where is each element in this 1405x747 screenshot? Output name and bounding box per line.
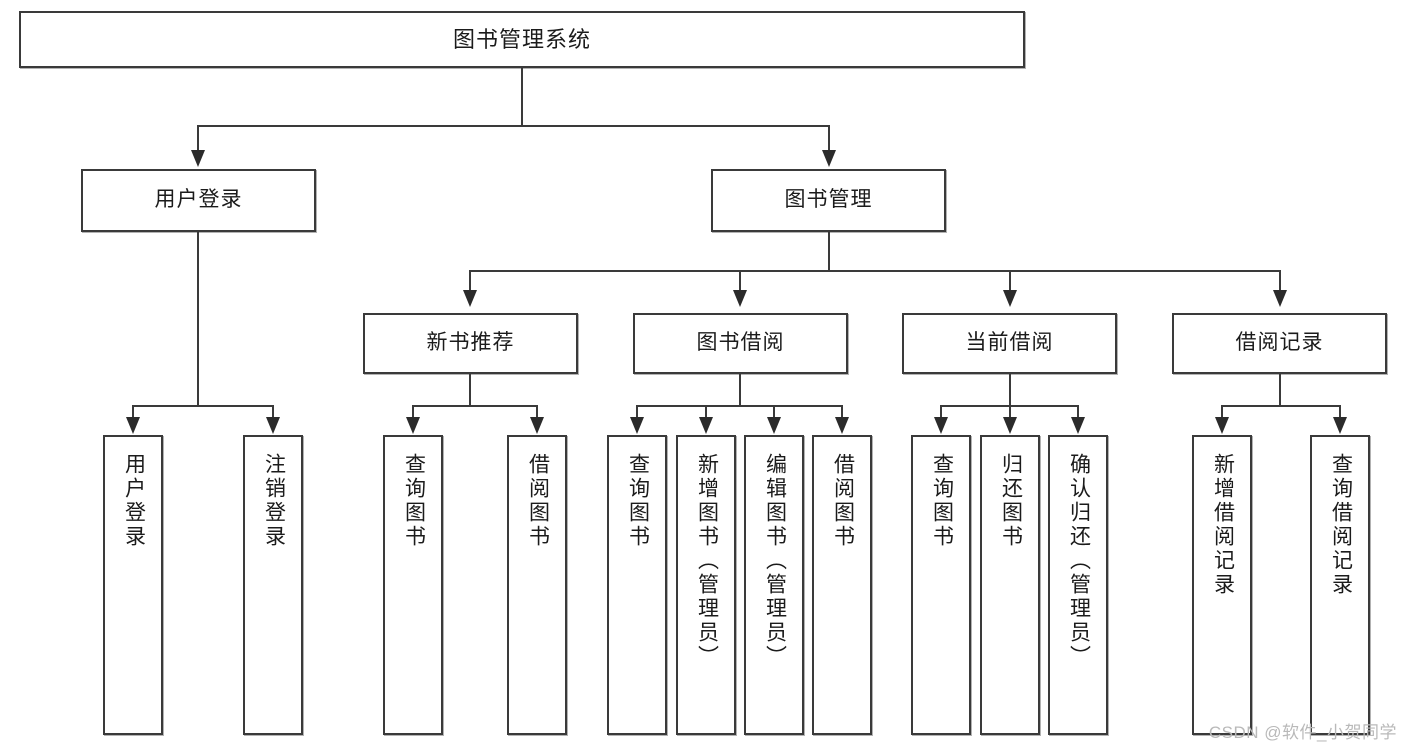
leaf-label: 查询图书 xyxy=(930,453,954,549)
arrow-to-leaf-n1 xyxy=(406,417,420,434)
leaf-node[interactable]: 查询图书 xyxy=(607,435,667,735)
node-label: 图书借阅 xyxy=(696,331,785,355)
node-borrow-record[interactable]: 借阅记录 xyxy=(1172,313,1387,374)
node-book-borrow[interactable]: 图书借阅 xyxy=(633,313,848,374)
leaf-node[interactable]: 借阅图书 xyxy=(812,435,872,735)
arrow-to-leaf-b4 xyxy=(835,417,849,434)
arrow-to-leaf-c2 xyxy=(1003,417,1017,434)
node-label: 用户登录 xyxy=(154,188,243,212)
connector-drop-leaf-c1 xyxy=(940,405,942,419)
connector-drop-leaf-b1 xyxy=(636,405,638,419)
leaf-node[interactable]: 新增图书（管理员） xyxy=(676,435,736,735)
connector-bus-book-borrow-leaves xyxy=(636,405,842,407)
arrow-to-leaf-r1 xyxy=(1215,417,1229,434)
leaf-node[interactable]: 查询图书 xyxy=(383,435,443,735)
arrow-to-leaf-c1 xyxy=(934,417,948,434)
leaf-label: 用户登录 xyxy=(122,453,146,549)
connector-drop-leaf-r1 xyxy=(1221,405,1223,419)
node-label: 借阅记录 xyxy=(1235,331,1324,355)
node-label: 当前借阅 xyxy=(965,331,1054,355)
connector-book-manage-stem xyxy=(828,232,830,270)
node-label: 图书管理 xyxy=(784,188,873,212)
node-book-manage[interactable]: 图书管理 xyxy=(711,169,946,232)
leaf-node[interactable]: 查询图书 xyxy=(911,435,971,735)
leaf-label: 借阅图书 xyxy=(526,453,550,549)
node-label: 新书推荐 xyxy=(426,331,515,355)
arrow-to-leaf-b2 xyxy=(699,417,713,434)
connector-bus-borrow-record-leaves xyxy=(1221,405,1340,407)
leaf-label: 查询借阅记录 xyxy=(1329,453,1353,597)
connector-bus-level2 xyxy=(197,125,829,127)
node-new-book-rec[interactable]: 新书推荐 xyxy=(363,313,578,374)
connector-drop-leaf-r2 xyxy=(1339,405,1341,419)
arrow-to-leaf-c3 xyxy=(1071,417,1085,434)
arrow-to-leaf-u1 xyxy=(126,417,140,434)
connector-drop-borrow-record xyxy=(1279,270,1281,292)
node-user-login[interactable]: 用户登录 xyxy=(81,169,316,232)
arrow-to-current-borrow xyxy=(1003,290,1017,307)
leaf-node[interactable]: 确认归还（管理员） xyxy=(1048,435,1108,735)
connector-bus-level3 xyxy=(469,270,1280,272)
arrow-to-leaf-b3 xyxy=(767,417,781,434)
connector-current-borrow-stem xyxy=(1009,374,1011,405)
connector-drop-leaf-n2 xyxy=(536,405,538,419)
connector-new-book-rec-stem xyxy=(469,374,471,405)
leaf-label: 查询图书 xyxy=(626,453,650,549)
connector-drop-leaf-b2 xyxy=(705,405,707,419)
connector-drop-leaf-u1 xyxy=(132,405,134,419)
connector-user-login-stem xyxy=(197,232,199,405)
leaf-node[interactable]: 借阅图书 xyxy=(507,435,567,735)
connector-drop-leaf-c3 xyxy=(1077,405,1079,419)
node-label: 图书管理系统 xyxy=(452,26,591,52)
arrow-to-leaf-r2 xyxy=(1333,417,1347,434)
leaf-node[interactable]: 查询借阅记录 xyxy=(1310,435,1370,735)
connector-drop-leaf-n1 xyxy=(412,405,414,419)
connector-drop-leaf-u2 xyxy=(272,405,274,419)
arrow-to-book-borrow xyxy=(733,290,747,307)
leaf-node[interactable]: 用户登录 xyxy=(103,435,163,735)
connector-drop-user-login xyxy=(197,125,199,153)
connector-drop-leaf-c2 xyxy=(1009,405,1011,419)
leaf-node[interactable]: 新增借阅记录 xyxy=(1192,435,1252,735)
node-root-system[interactable]: 图书管理系统 xyxy=(19,11,1025,68)
connector-drop-leaf-b4 xyxy=(841,405,843,419)
connector-drop-new-book-rec xyxy=(469,270,471,292)
arrow-to-leaf-u2 xyxy=(266,417,280,434)
leaf-label: 新增借阅记录 xyxy=(1211,453,1235,597)
arrow-to-borrow-record xyxy=(1273,290,1287,307)
connector-drop-leaf-b3 xyxy=(773,405,775,419)
arrow-to-book-manage xyxy=(822,150,836,167)
connector-drop-current-borrow xyxy=(1009,270,1011,292)
leaf-label: 注销登录 xyxy=(262,453,286,549)
leaf-node[interactable]: 编辑图书（管理员） xyxy=(744,435,804,735)
leaf-label: 归还图书 xyxy=(999,453,1023,549)
connector-drop-book-borrow xyxy=(739,270,741,292)
arrow-to-user-login xyxy=(191,150,205,167)
arrow-to-leaf-n2 xyxy=(530,417,544,434)
connector-root-stem xyxy=(521,68,523,125)
node-current-borrow[interactable]: 当前借阅 xyxy=(902,313,1117,374)
connector-bus-user-login-leaves xyxy=(132,405,274,407)
leaf-label: 编辑图书（管理员） xyxy=(763,453,787,669)
connector-borrow-record-stem xyxy=(1279,374,1281,405)
leaf-node[interactable]: 注销登录 xyxy=(243,435,303,735)
leaf-label: 查询图书 xyxy=(402,453,426,549)
arrow-to-new-book-rec xyxy=(463,290,477,307)
leaf-label: 新增图书（管理员） xyxy=(695,453,719,669)
leaf-node[interactable]: 归还图书 xyxy=(980,435,1040,735)
leaf-label: 借阅图书 xyxy=(831,453,855,549)
connector-drop-book-manage xyxy=(828,125,830,153)
connector-book-borrow-stem xyxy=(739,374,741,405)
connector-bus-new-book-rec-leaves xyxy=(412,405,538,407)
arrow-to-leaf-b1 xyxy=(630,417,644,434)
leaf-label: 确认归还（管理员） xyxy=(1067,453,1091,669)
